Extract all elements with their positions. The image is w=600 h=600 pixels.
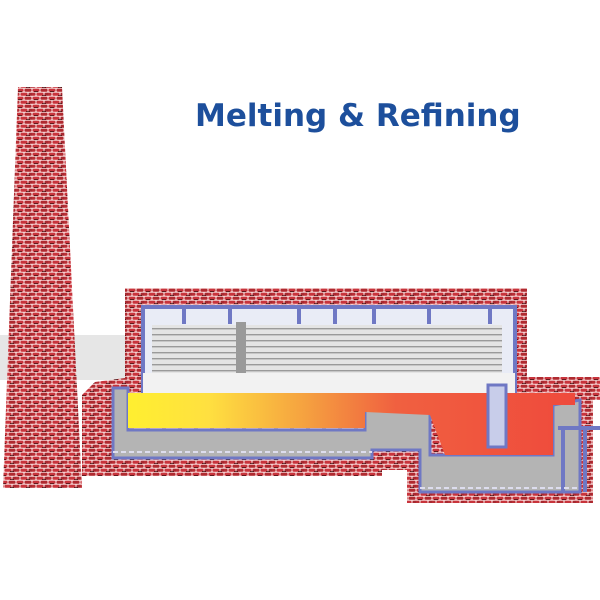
bottom-insulation xyxy=(113,451,580,489)
diagram-title: Melting & Refining xyxy=(195,98,521,134)
crown-refractory xyxy=(152,325,502,373)
molten-glass xyxy=(128,393,575,455)
forehearth-support xyxy=(558,426,600,492)
crown-buckstays xyxy=(182,309,492,324)
crown-pillar xyxy=(236,322,246,374)
chimney xyxy=(3,87,82,488)
crown-space xyxy=(143,373,515,393)
throat-wall xyxy=(486,383,508,449)
